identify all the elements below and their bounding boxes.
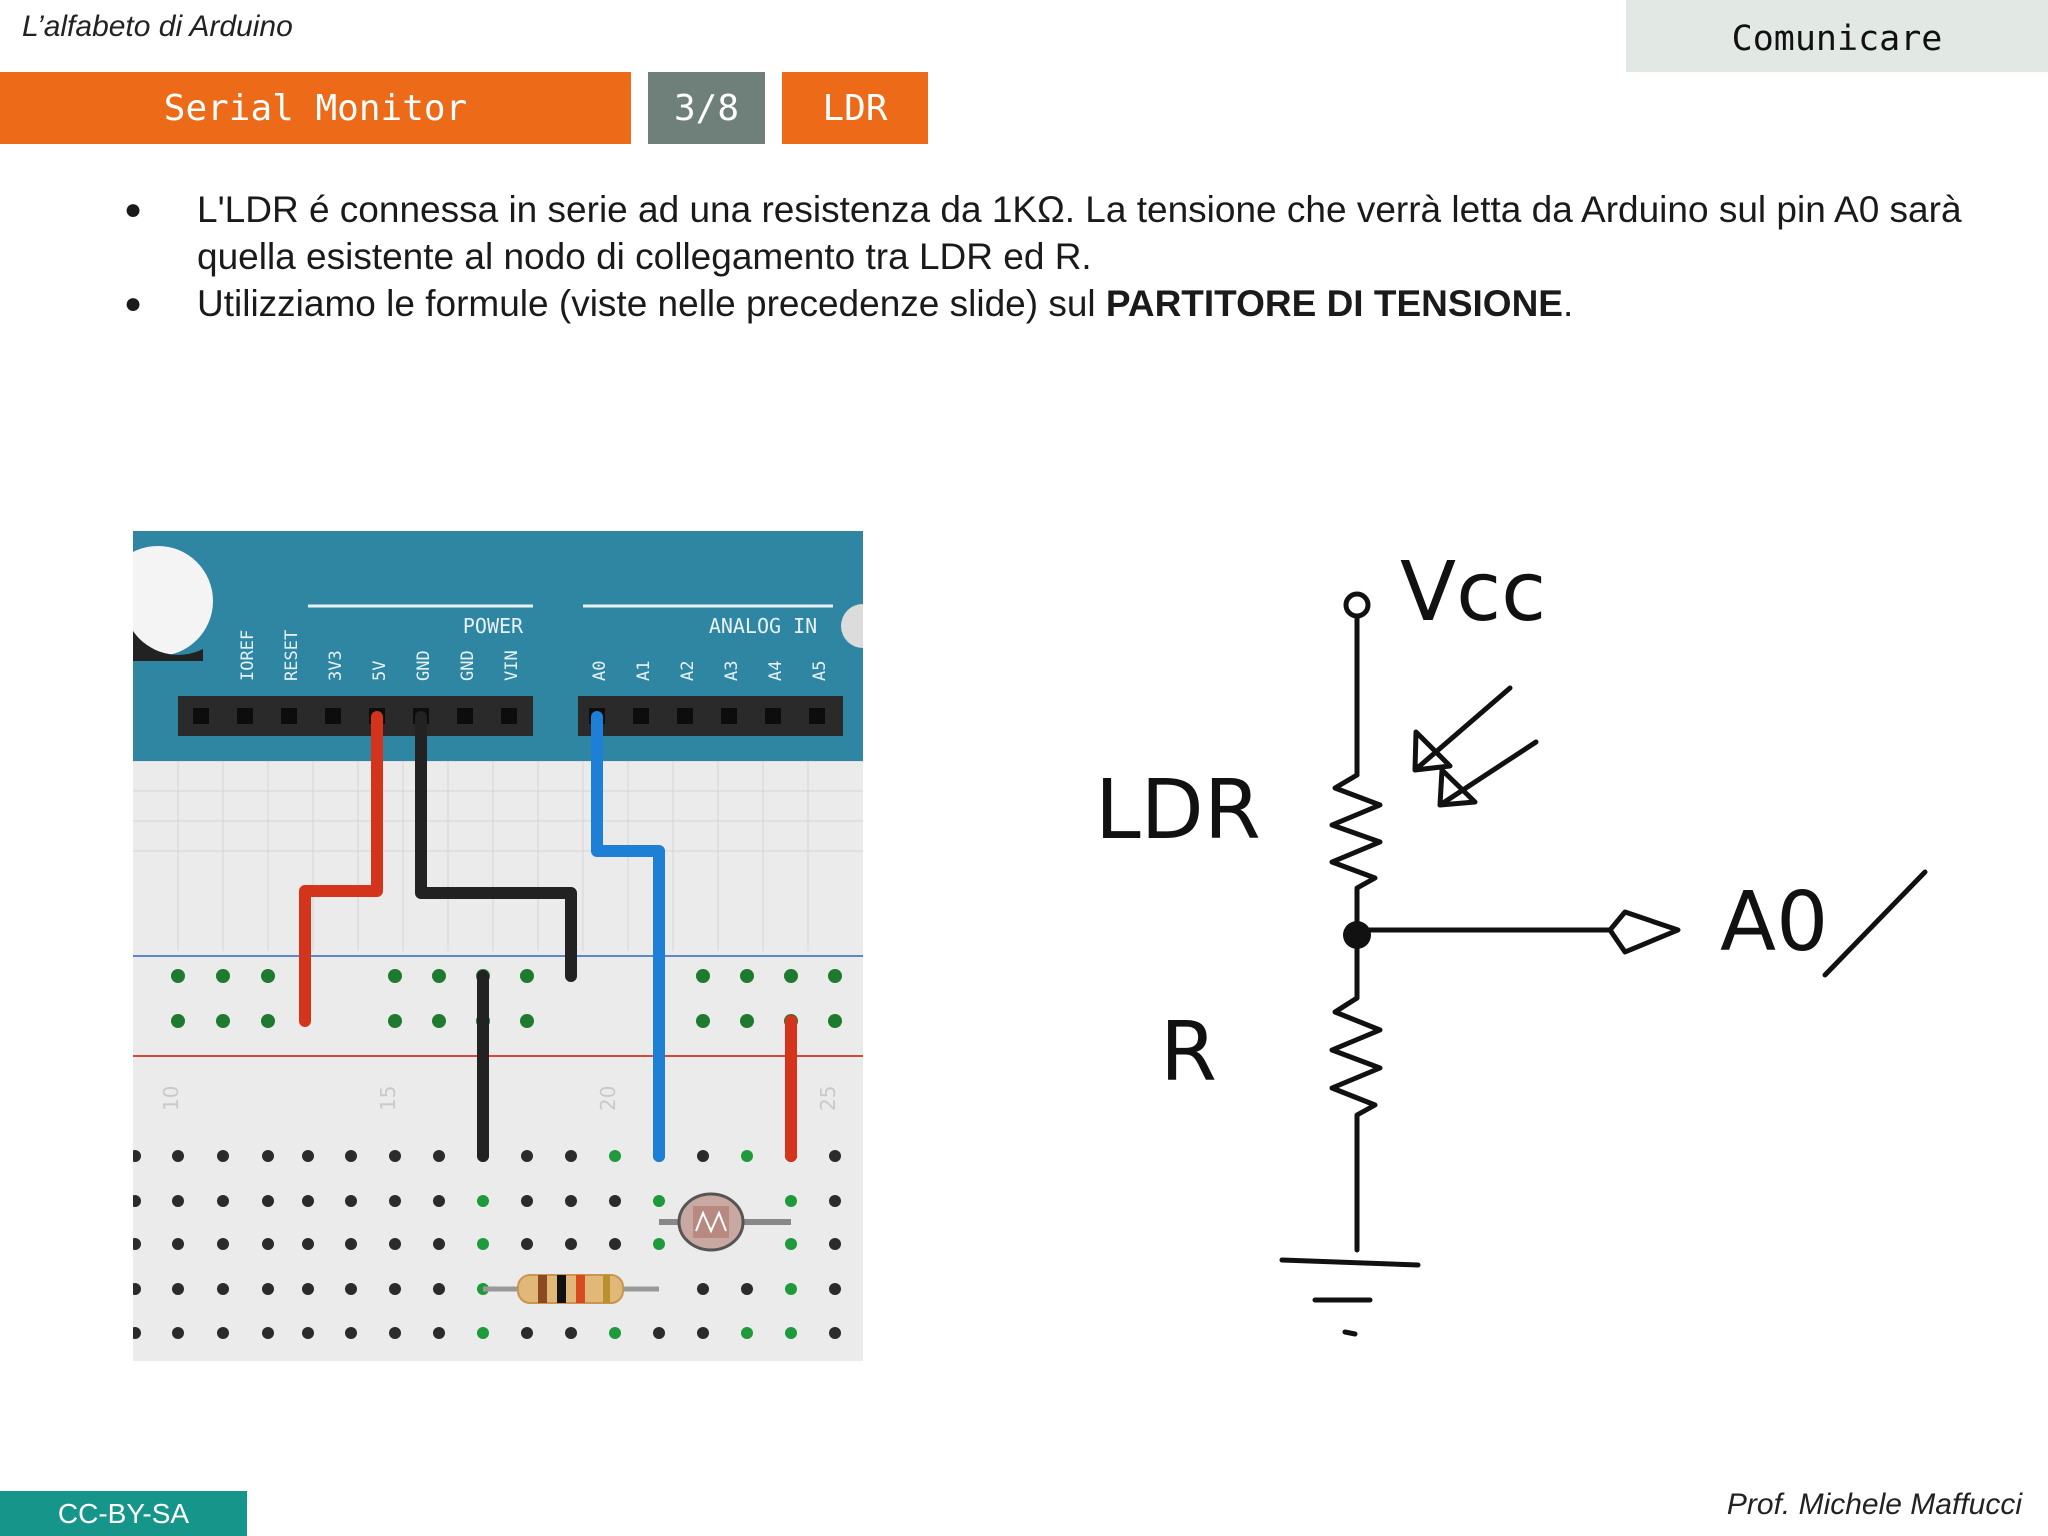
breadboard-illustration: POWER ANALOG IN IOREF RESET 3V3 5V GND G… [133, 531, 863, 1361]
pin-label: A4 [766, 661, 786, 681]
light-arrow-1 [1412, 685, 1513, 773]
analog-label: ANALOG IN [709, 614, 817, 638]
course-title: L’alfabeto di Arduino [22, 10, 293, 43]
junction-node [1343, 921, 1371, 949]
bullet-dot: ● [124, 287, 143, 320]
pin-label: GND [414, 650, 434, 681]
wire-a0-blue [591, 711, 665, 1162]
bullet-text-suffix: . [1562, 283, 1574, 324]
ldr-symbol [1329, 772, 1383, 943]
pin-label: GND [458, 650, 478, 681]
section-label: Comunicare [1626, 0, 2048, 72]
pin-label: A3 [722, 661, 742, 681]
bullet-text-bold: PARTITORE DI TENSIONE [1105, 283, 1563, 324]
pin-label: A5 [810, 661, 830, 681]
wire-gnd-black [415, 711, 577, 982]
ldr-component [659, 1192, 791, 1252]
page-indicator: 3/8 [648, 72, 765, 144]
resistor-component [483, 1274, 659, 1304]
power-label: POWER [463, 614, 524, 638]
column-number: 10 [159, 1086, 183, 1111]
bullet-item: ● Utilizziamo le formule (viste nelle pr… [120, 280, 1980, 327]
voltage-divider-schematic: Vcc LDR R A0 [1095, 545, 1928, 1337]
ldr-label: LDR [1095, 763, 1261, 858]
bullet-text-prefix: Utilizziamo le formule (viste nelle prec… [197, 283, 1106, 324]
pin-label: A1 [634, 661, 654, 681]
column-number: 15 [376, 1086, 400, 1111]
bullet-item: ● L'LDR é connessa in serie ad una resis… [120, 186, 1980, 280]
vcc-terminal [1343, 591, 1371, 619]
r-label: R [1160, 1005, 1217, 1100]
a0-label: A0 [1720, 875, 1828, 970]
ground-symbol [1279, 1257, 1421, 1337]
subtopic-tab: LDR [782, 72, 928, 144]
pin-label: 3V3 [326, 650, 346, 681]
pin-label: IOREF [238, 630, 258, 681]
author-name: Prof. Michele Maffucci [1726, 1488, 2022, 1521]
column-number: 20 [596, 1086, 620, 1111]
license-badge: CC-BY-SA [0, 1491, 247, 1536]
bullet-dot: ● [124, 193, 143, 226]
column-number: 25 [816, 1086, 840, 1111]
vcc-label: Vcc [1400, 545, 1546, 640]
wire-5v-red [299, 711, 383, 1027]
pin-label: RESET [282, 630, 302, 681]
bullet-list: ● L'LDR é connessa in serie ad una resis… [120, 186, 1980, 327]
light-arrow-2 [1437, 739, 1539, 808]
pin-label: A2 [678, 661, 698, 681]
pin-label: VIN [502, 650, 522, 681]
pin-label: 5V [370, 661, 390, 681]
topic-tab: Serial Monitor [0, 72, 631, 144]
output-arrow [1607, 909, 1681, 955]
pin-label: A0 [590, 661, 610, 681]
bullet-text: L'LDR é connessa in serie ad una resiste… [197, 189, 1962, 277]
resistor-symbol [1329, 995, 1383, 1253]
